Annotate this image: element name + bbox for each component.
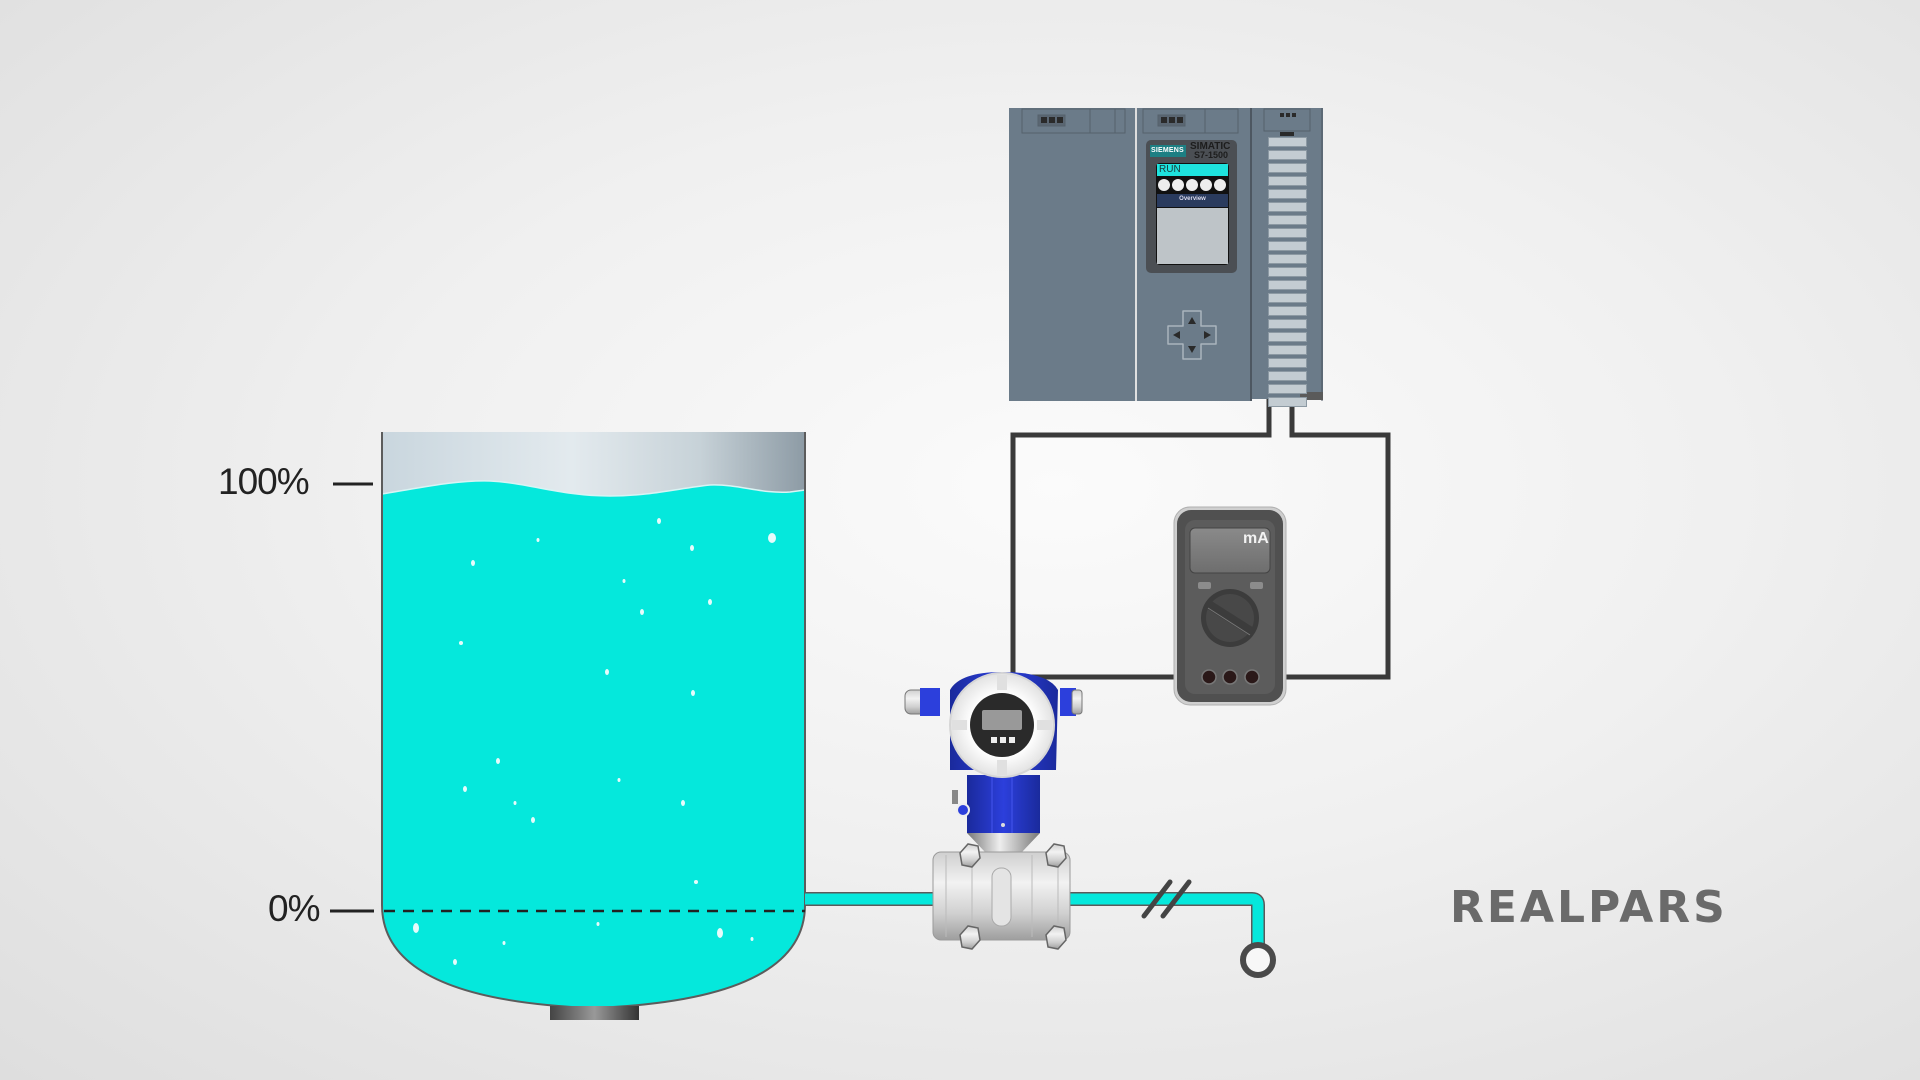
wire-plc-to-meter xyxy=(1252,398,1391,680)
tank-drain xyxy=(550,1006,639,1020)
pipe-break-mark xyxy=(1141,879,1173,919)
plc-io-terminals xyxy=(1268,137,1307,410)
meter-display xyxy=(1189,527,1271,574)
process-pipe xyxy=(805,879,1276,978)
plc-status-run: RUN xyxy=(1159,164,1181,175)
meter-jack-v xyxy=(1222,669,1238,685)
level-100-label: 100% xyxy=(218,461,310,502)
plc xyxy=(1009,108,1323,401)
multimeter xyxy=(1173,506,1287,706)
plc-brand-text: SIEMENS xyxy=(1151,147,1184,154)
meter-unit-label: mA xyxy=(1243,530,1269,547)
plc-power-module xyxy=(1009,108,1135,401)
plc-nav-pad xyxy=(1167,310,1217,360)
realpars-logo: REALPARS xyxy=(1450,882,1728,933)
tank-water xyxy=(382,480,805,1008)
plc-model-line1: SIMATIC xyxy=(1190,141,1231,152)
plc-run-bar xyxy=(1157,164,1228,176)
meter-jack-com xyxy=(1201,669,1217,685)
level-0-label: 0% xyxy=(268,888,320,929)
flow-sensor-body xyxy=(932,843,1071,950)
pipe-end-circle xyxy=(1240,942,1276,978)
meter-jack-ma xyxy=(1244,669,1260,685)
transmitter-lcd xyxy=(982,710,1022,730)
plc-model-line2: S7-1500 xyxy=(1194,150,1229,160)
bubbles xyxy=(413,518,776,965)
plc-brand-badge xyxy=(1150,145,1186,157)
plc-menu-overview: Overview xyxy=(1179,196,1206,202)
tank xyxy=(330,432,806,1020)
flow-transmitter xyxy=(904,672,1083,852)
